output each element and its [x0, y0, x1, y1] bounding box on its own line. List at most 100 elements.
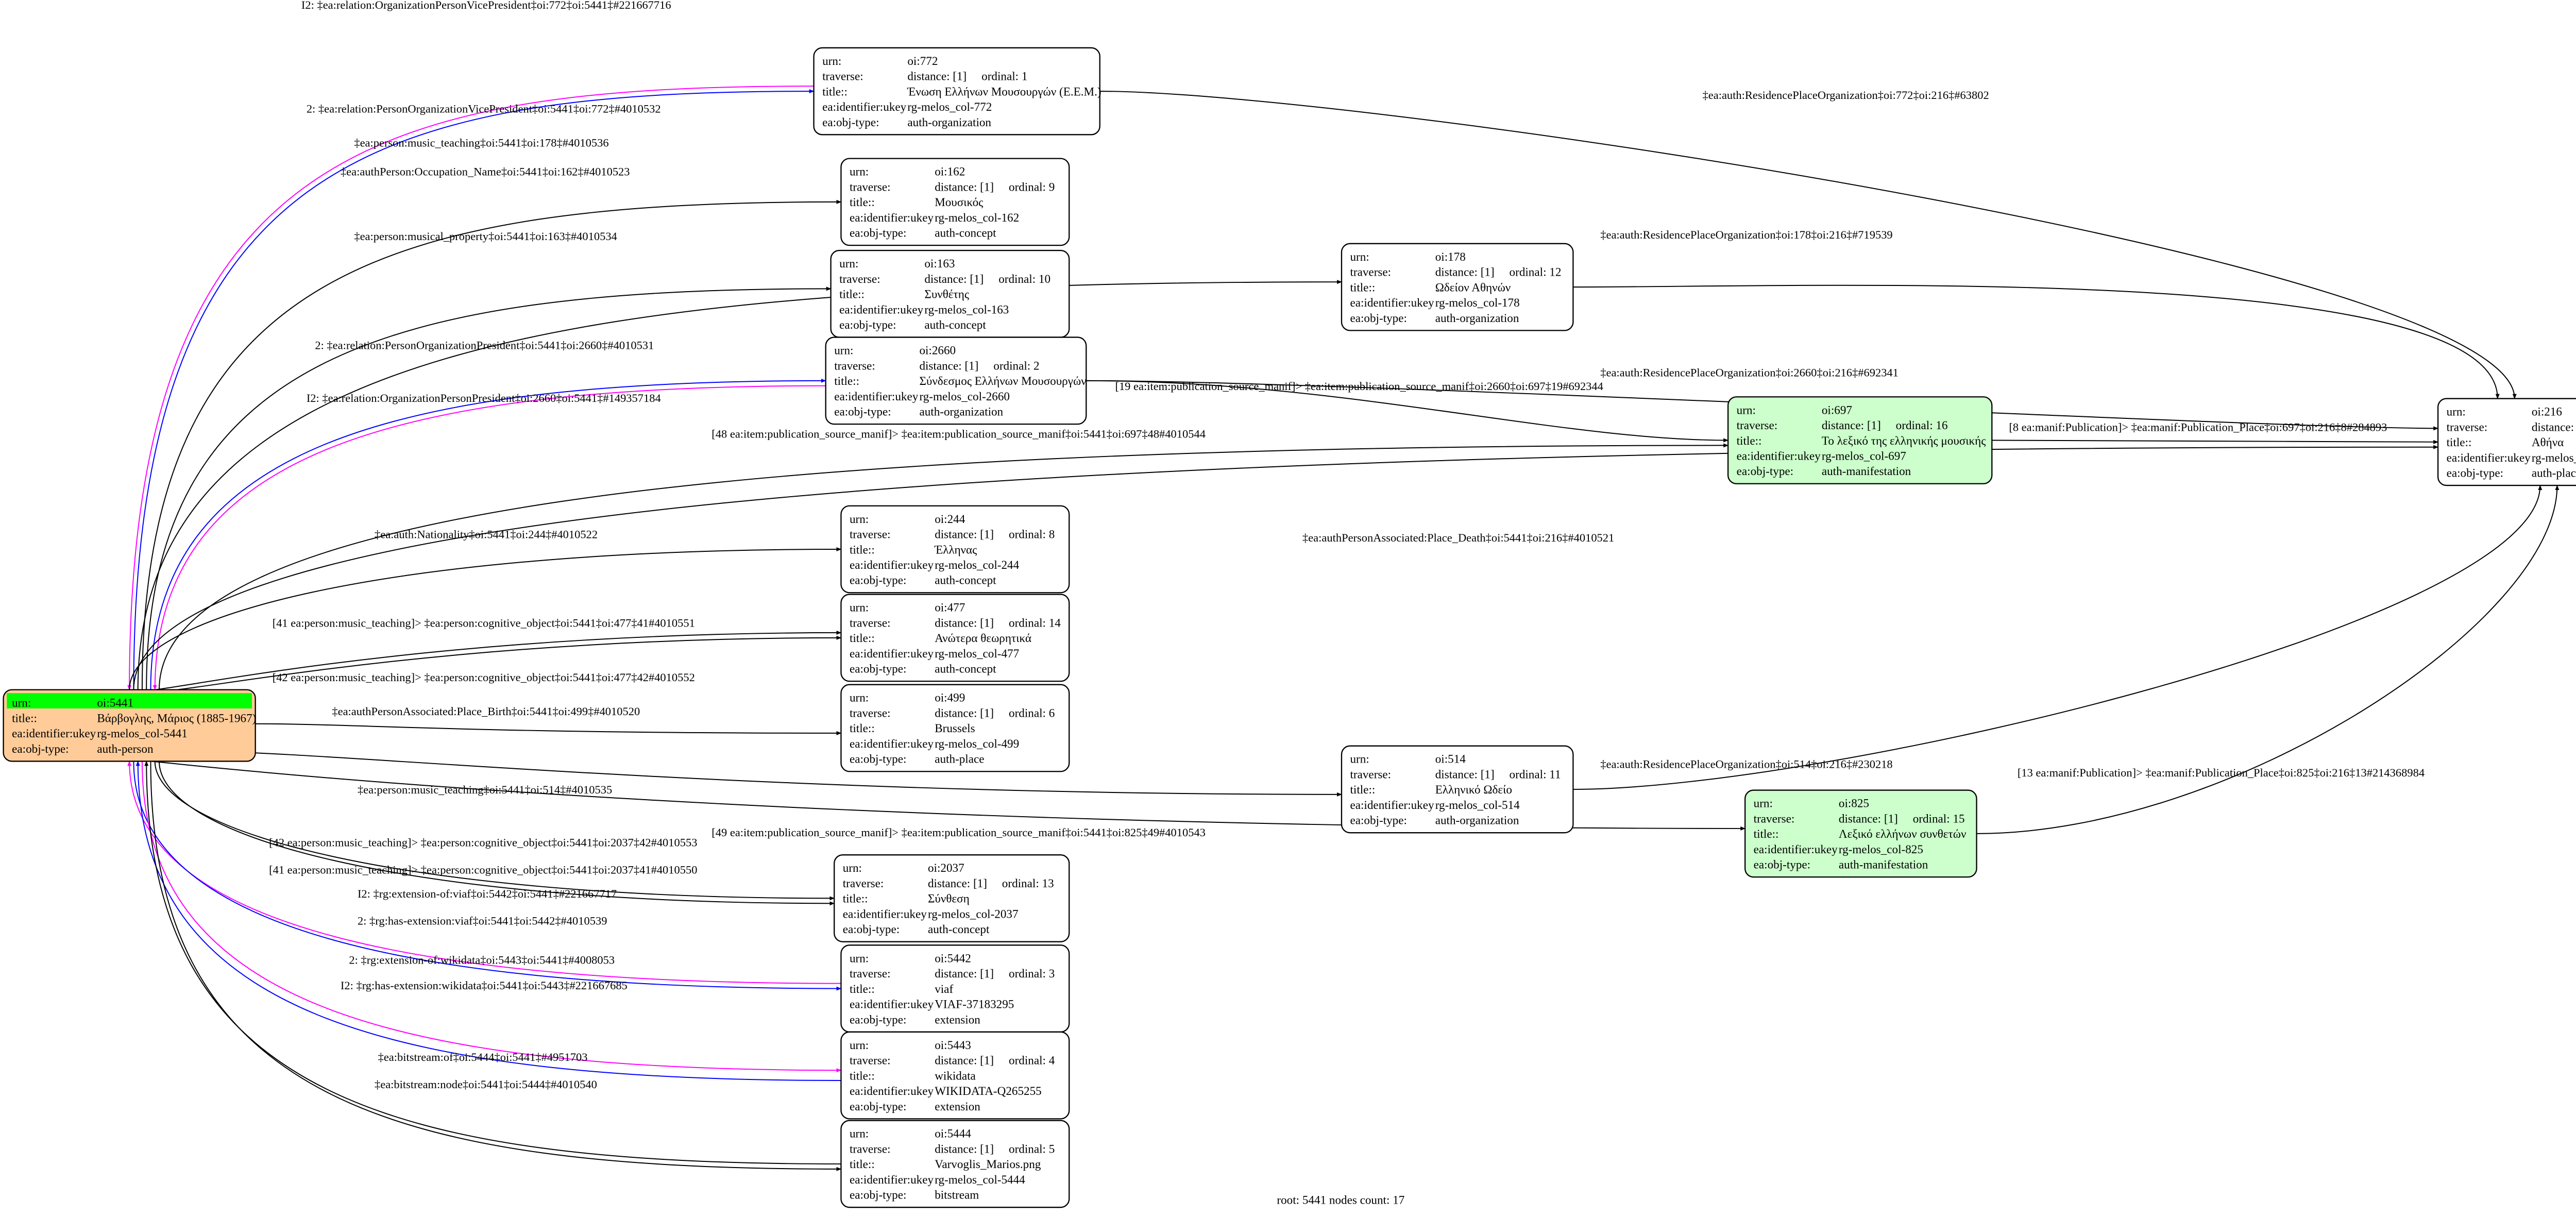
edge-2660-to-5441 — [152, 385, 826, 690]
field-value-urn: oi:5441 — [97, 697, 133, 710]
field-value-objtype: auth-manifestation — [1822, 465, 1911, 478]
field-value-ukey: WIKIDATA-Q265255 — [935, 1085, 1042, 1098]
field-label-traverse: traverse: — [1350, 768, 1391, 781]
field-label-title: title:: — [1350, 281, 1375, 294]
edge-label: I2: ‡rg:extension-of:viaf‡oi:5442‡oi:544… — [358, 887, 617, 900]
edge-label: ‡ea:bitstream:node‡oi:5441‡oi:5444‡#4010… — [375, 1078, 597, 1091]
field-label-ukey: ea:identifier:ukey — [834, 390, 919, 403]
field-value-title: Μουσικός — [935, 196, 983, 209]
field-value-objtype: auth-concept — [924, 318, 986, 332]
node-box — [840, 505, 1070, 594]
edge-label: 2: ‡ea:relation:PersonOrganizationPresid… — [315, 339, 654, 352]
field-value-urn: oi:499 — [935, 691, 965, 705]
field-label-urn: urn: — [850, 691, 869, 705]
field-label-title: title:: — [850, 1158, 875, 1171]
node-box — [840, 158, 1070, 246]
field-label-ukey: ea:identifier:ukey — [850, 737, 934, 751]
edge-5441-to-5444 — [150, 761, 842, 1171]
field-value-title: Ωδείον Αθηνών — [1435, 281, 1511, 294]
field-value-title: Ελληνικό Ωδείο — [1435, 783, 1512, 797]
edge-label: [8 ea:manif:Publication]> ‡ea:manif:Publ… — [2009, 420, 2387, 433]
field-value-traverse: distance: [1] ordinal: 10 — [924, 273, 1050, 286]
field-value-urn: oi:216 — [2532, 406, 2562, 419]
field-value-urn: oi:5442 — [935, 952, 971, 965]
field-label-traverse: traverse: — [822, 70, 863, 83]
field-value-objtype: auth-place — [2532, 467, 2576, 480]
field-label-title: title:: — [850, 983, 875, 996]
field-value-urn: oi:5443 — [935, 1039, 971, 1052]
field-value-urn: oi:178 — [1435, 250, 1466, 264]
field-label-traverse: traverse: — [850, 706, 891, 720]
field-value-urn: oi:162 — [935, 165, 965, 179]
field-value-ukey: rg-melos_col-825 — [1839, 843, 1923, 856]
field-value-urn: oi:2660 — [919, 344, 956, 358]
field-value-objtype: extension — [935, 1013, 980, 1026]
field-label-traverse: traverse: — [850, 967, 891, 981]
field-label-traverse: traverse: — [850, 1142, 891, 1156]
field-label-urn: urn: — [834, 344, 853, 358]
field-label-traverse: traverse: — [850, 1054, 891, 1068]
field-value-ukey: rg-melos_col-216 — [2532, 451, 2576, 465]
edge-label: 2: ‡rg:has-extension:viaf‡oi:5441‡oi:544… — [358, 915, 607, 927]
edge-label: ‡ea:auth:Nationality‡oi:5441‡oi:244‡#401… — [375, 528, 598, 541]
field-value-ukey: rg-melos_col-2660 — [919, 390, 1010, 403]
edge-label: ‡ea:person:music_teaching‡oi:5441‡oi:514… — [358, 783, 612, 796]
field-value-traverse: distance: [1] ordinal: 4 — [935, 1054, 1055, 1068]
field-label-title: title:: — [843, 892, 868, 906]
field-value-title: Το λεξικό της ελληνικής μουσικής — [1822, 434, 1986, 448]
node-box — [840, 1120, 1070, 1208]
edge-5441-to-2660 — [150, 378, 826, 690]
field-value-urn: oi:2037 — [928, 862, 964, 875]
field-label-title: title:: — [2447, 436, 2472, 449]
field-label-traverse: traverse: — [834, 359, 875, 373]
field-value-title: Ανώτερα θεωρητικά — [935, 632, 1031, 645]
edge-label: 2: ‡ea:relation:PersonOrganizationVicePr… — [307, 102, 661, 115]
field-label-urn: urn: — [843, 862, 862, 875]
field-value-objtype: auth-concept — [935, 227, 996, 240]
field-label-urn: urn: — [1350, 753, 1369, 766]
edge-label: ‡ea:person:music_teaching‡oi:5441‡oi:178… — [354, 136, 608, 149]
field-label-title: title:: — [850, 196, 875, 209]
field-label-urn: urn: — [2447, 406, 2466, 419]
field-value-traverse: distance: [1] ordinal: 13 — [928, 877, 1054, 890]
field-value-objtype: extension — [935, 1100, 980, 1113]
field-label-traverse: traverse: — [1350, 266, 1391, 279]
field-label-title: title:: — [834, 375, 859, 388]
edge-5441-to-499 — [255, 723, 842, 735]
node-box — [1744, 789, 1977, 878]
field-value-title: Σύνθεση — [928, 892, 970, 906]
field-label-title: title:: — [1754, 827, 1779, 841]
field-value-traverse: distance: [1] ordinal: 8 — [935, 528, 1055, 542]
edge-178-to-216 — [1573, 284, 2500, 399]
field-value-traverse: distance: [1] ordinal: 16 — [1822, 419, 1948, 432]
field-label-ukey: ea:identifier:ukey — [1350, 296, 1434, 310]
field-label-urn: urn: — [850, 1039, 869, 1052]
field-value-title: Ένωση Ελλήνων Μουσουργών (Ε.Ε.Μ.) — [907, 85, 1101, 98]
edge-label: [42 ea:person:music_teaching]> ‡ea:perso… — [269, 836, 697, 849]
field-label-objtype: ea:obj-type: — [1754, 858, 1810, 872]
node-5443[interactable]: urn: oi:5443 traverse: distance: [1] ordina… — [840, 1031, 1070, 1120]
edge-label: [49 ea:item:publication_source_manif]> ‡… — [711, 826, 1206, 839]
field-label-ukey: ea:identifier:ukey — [850, 998, 934, 1011]
field-label-objtype: ea:obj-type: — [850, 663, 906, 676]
edge-label: [42 ea:person:music_teaching]> ‡ea:perso… — [273, 671, 695, 684]
field-value-objtype: auth-organization — [919, 406, 1003, 419]
field-label-traverse: traverse: — [839, 273, 880, 286]
field-value-urn: oi:477 — [935, 601, 965, 615]
